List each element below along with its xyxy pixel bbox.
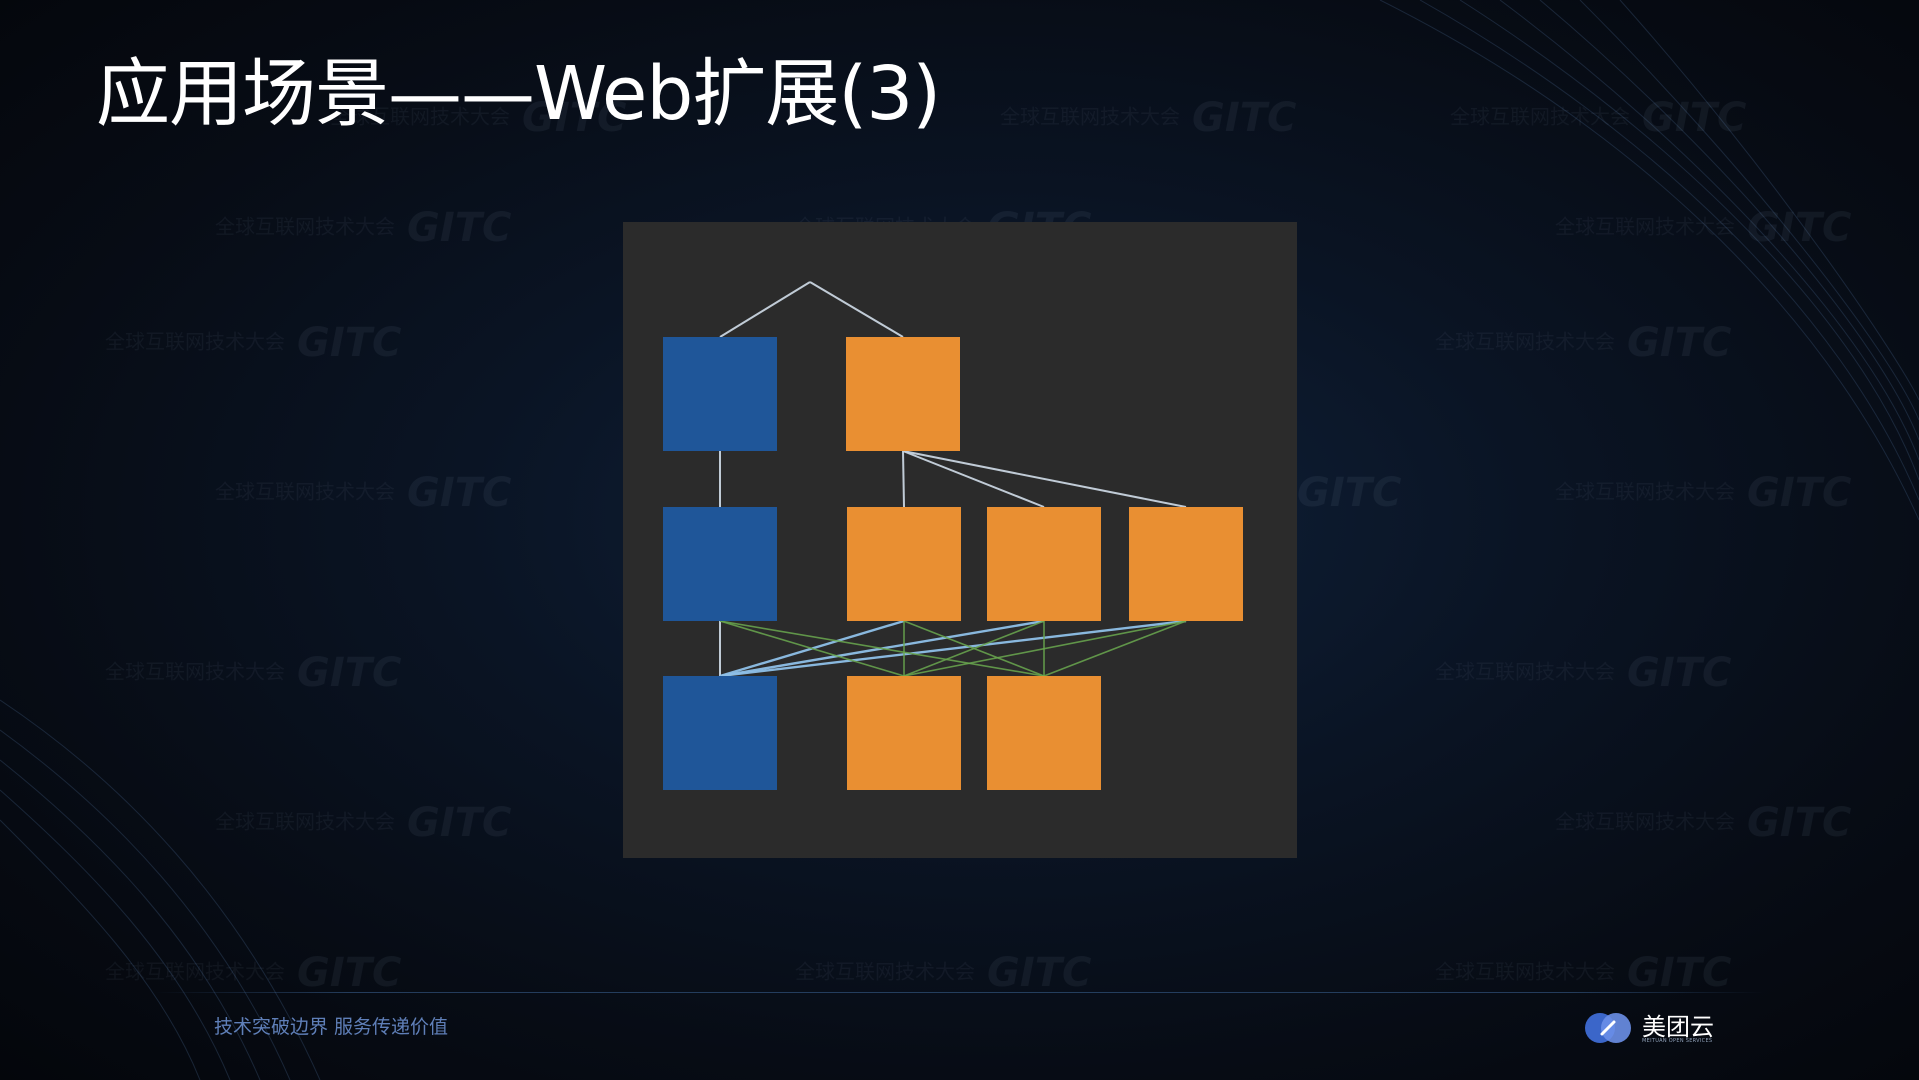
watermark-logo: GITC xyxy=(1627,650,1732,696)
watermark-logo: GITC xyxy=(1297,470,1402,516)
watermark: 全球互联网技术大会 GITC xyxy=(215,205,511,251)
watermark-logo: GITC xyxy=(1627,320,1732,366)
node-blue-b3 xyxy=(663,676,777,790)
edge-o4-o6 xyxy=(1043,620,1187,677)
watermark-text: 全球互联网技术大会 xyxy=(1435,659,1615,684)
edge-b2-o6 xyxy=(719,620,1045,677)
hierarchy-diagram xyxy=(663,281,1243,790)
watermark-logo: GITC xyxy=(1747,800,1852,846)
edge-o4-b3 xyxy=(719,619,1187,678)
edge-o1-o3 xyxy=(902,450,1045,508)
watermark-text: 全球互联网技术大会 xyxy=(1435,959,1615,984)
watermark: 全球互联网技术大会 GITC xyxy=(1000,95,1296,141)
edge-root-b1 xyxy=(719,281,811,338)
brand-logo: 美团云 MEITUAN OPEN SERVICES xyxy=(1582,1008,1714,1048)
edge-o1-o4 xyxy=(902,450,1187,508)
footer-divider xyxy=(155,992,1765,993)
watermark-text: 全球互联网技术大会 xyxy=(1435,329,1615,354)
watermark-text: 全球互联网技术大会 xyxy=(215,809,395,834)
watermark-logo: GITC xyxy=(1747,470,1852,516)
watermark-logo: GITC xyxy=(297,950,402,996)
node-group xyxy=(663,337,1243,790)
watermark-text: 全球互联网技术大会 xyxy=(215,479,395,504)
watermark: 全球互联网技术大会 GITC xyxy=(1555,800,1851,846)
node-blue-b1 xyxy=(663,337,777,451)
footer-slogan: 技术突破边界 服务传递价值 xyxy=(214,1016,449,1038)
watermark: 全球互联网技术大会 GITC xyxy=(215,470,511,516)
watermark-logo: GITC xyxy=(297,320,402,366)
edge-o4-o5 xyxy=(903,620,1187,677)
watermark: 全球互联网技术大会 GITC xyxy=(330,95,626,141)
watermark-text: 全球互联网技术大会 xyxy=(105,959,285,984)
edge-o3-o5 xyxy=(903,620,1045,677)
slide-title: 应用场景——Web扩展(3) xyxy=(96,51,941,137)
watermark: 全球互联网技术大会 GITC xyxy=(795,950,1091,996)
edge-o1-o2 xyxy=(902,450,905,508)
node-orange-o2 xyxy=(847,507,961,621)
watermark: 全球互联网技术大会 GITC xyxy=(105,650,401,696)
watermark-logo: GITC xyxy=(1642,95,1747,141)
watermark: 全球互联网技术大会 GITC xyxy=(1435,950,1731,996)
watermark-text: 全球互联网技术大会 xyxy=(330,104,510,129)
watermark-logo: GITC xyxy=(407,205,512,251)
watermark-text: 全球互联网技术大会 xyxy=(105,329,285,354)
brand-subtitle: MEITUAN OPEN SERVICES xyxy=(1642,1038,1713,1044)
node-blue-b2 xyxy=(663,507,777,621)
watermark-text: 全球互联网技术大会 xyxy=(1450,104,1630,129)
watermark: 全球互联网技术大会 GITC xyxy=(105,950,401,996)
watermark-logo: GITC xyxy=(407,800,512,846)
watermark: 全球互联网技术大会 GITC xyxy=(1555,205,1851,251)
watermark-logo: GITC xyxy=(297,650,402,696)
watermark-logo: GITC xyxy=(987,950,1092,996)
watermark-logo: GITC xyxy=(1627,950,1732,996)
watermark-text: 全球互联网技术大会 xyxy=(1555,214,1735,239)
watermark: 全球互联网技术大会 GITC xyxy=(1435,320,1731,366)
watermark-text: 全球互联网技术大会 xyxy=(795,959,975,984)
watermark-text: 全球互联网技术大会 xyxy=(1555,479,1735,504)
watermark: 全球互联网技术大会 GITC xyxy=(1450,95,1746,141)
watermark-logo: GITC xyxy=(522,95,627,141)
diagram-panel xyxy=(623,222,1297,858)
node-orange-o3 xyxy=(987,507,1101,621)
watermark: 全球互联网技术大会 GITC xyxy=(215,800,511,846)
node-orange-o1 xyxy=(846,337,960,451)
watermark-logo: GITC xyxy=(1747,205,1852,251)
watermark-logo: GITC xyxy=(407,470,512,516)
watermark: 全球互联网技术大会 GITC xyxy=(105,320,401,366)
watermark-text: 全球互联网技术大会 xyxy=(1555,809,1735,834)
watermark-text: 全球互联网技术大会 xyxy=(1000,104,1180,129)
node-orange-o5 xyxy=(847,676,961,790)
edge-group xyxy=(719,281,1187,678)
watermark-text: 全球互联网技术大会 xyxy=(105,659,285,684)
node-orange-o4 xyxy=(1129,507,1243,621)
watermark-logo: GITC xyxy=(1192,95,1297,141)
watermark-text: 全球互联网技术大会 xyxy=(215,214,395,239)
edge-b2-o5 xyxy=(719,620,905,677)
brand-name: 美团云 xyxy=(1642,1012,1714,1041)
meituan-cloud-logo-icon xyxy=(1585,1013,1631,1043)
edge-root-o1 xyxy=(809,281,904,338)
node-orange-o6 xyxy=(987,676,1101,790)
watermark: 全球互联网技术大会 GITC xyxy=(1555,470,1851,516)
watermark: 全球互联网技术大会 GITC xyxy=(1435,650,1731,696)
